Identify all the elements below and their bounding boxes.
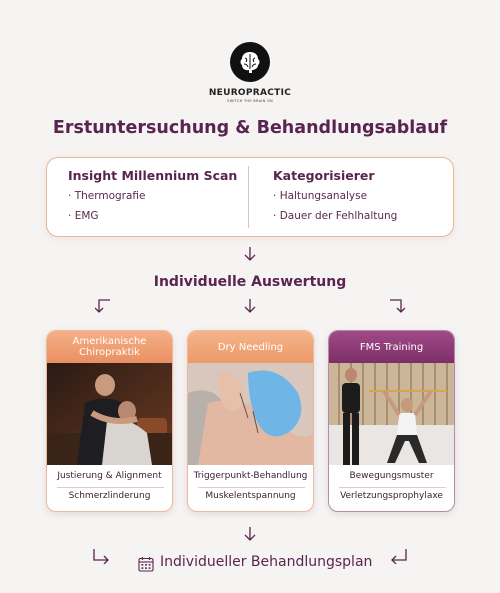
card-item: Triggerpunkt-Behandlung [193,471,308,481]
scan-heading: Insight Millennium Scan [68,168,238,183]
scan-item: · EMG [68,210,99,222]
card-fms-training: FMS Training Bewegungsmuster Verle [328,330,455,512]
page-title: Erstuntersuchung & Behandlungsablauf [52,118,448,138]
divider [339,487,446,488]
brain-icon [230,42,270,82]
calendar-icon [138,557,154,572]
arrow-corner-left-icon [95,299,110,313]
fms-training-photo [329,363,454,465]
card-title: FMS Training [329,331,454,363]
arrow-turn-left-icon [391,549,407,564]
card-chiropractic: Amerikanische Chiropraktik Justierung & … [46,330,173,512]
treatment-plan-label: Individueller Behandlungsplan [160,554,373,570]
card-title: Amerikanische Chiropraktik [47,331,172,363]
categorizer-heading: Kategorisierer [273,168,375,183]
dry-needling-photo [188,363,313,465]
card-dry-needling: Dry Needling Triggerpunkt-Behandlung Mus… [187,330,314,512]
divider [198,487,305,488]
arrow-down-icon [244,299,256,313]
categorizer-item: · Dauer der Fehlhaltung [273,210,398,222]
card-item: Justierung & Alignment [57,471,162,481]
brand-tagline: SWITCH THE BRAIN ON [227,99,273,103]
initial-exam-box: Insight Millennium Scan · Thermografie ·… [46,157,454,237]
arrow-corner-right-icon [390,299,405,313]
brand-logo [220,42,280,102]
card-title: Dry Needling [188,331,313,363]
categorizer-item: · Haltungsanalyse [273,190,368,202]
card-item: Schmerzlinderung [68,491,151,501]
card-item: Verletzungsprophylaxe [340,491,443,501]
arrow-down-icon [244,527,256,541]
card-item: Muskelentspannung [205,491,296,501]
divider [57,487,164,488]
scan-item: · Thermografie [68,190,146,202]
evaluation-heading: Individuelle Auswertung [153,274,347,290]
arrow-turn-right-icon [93,549,109,564]
card-item: Bewegungsmuster [349,471,434,481]
arrow-down-icon [244,247,256,261]
brand-name: NEUROPRACTIC [208,88,292,98]
chiropractic-photo [47,363,172,465]
divider [248,166,249,228]
